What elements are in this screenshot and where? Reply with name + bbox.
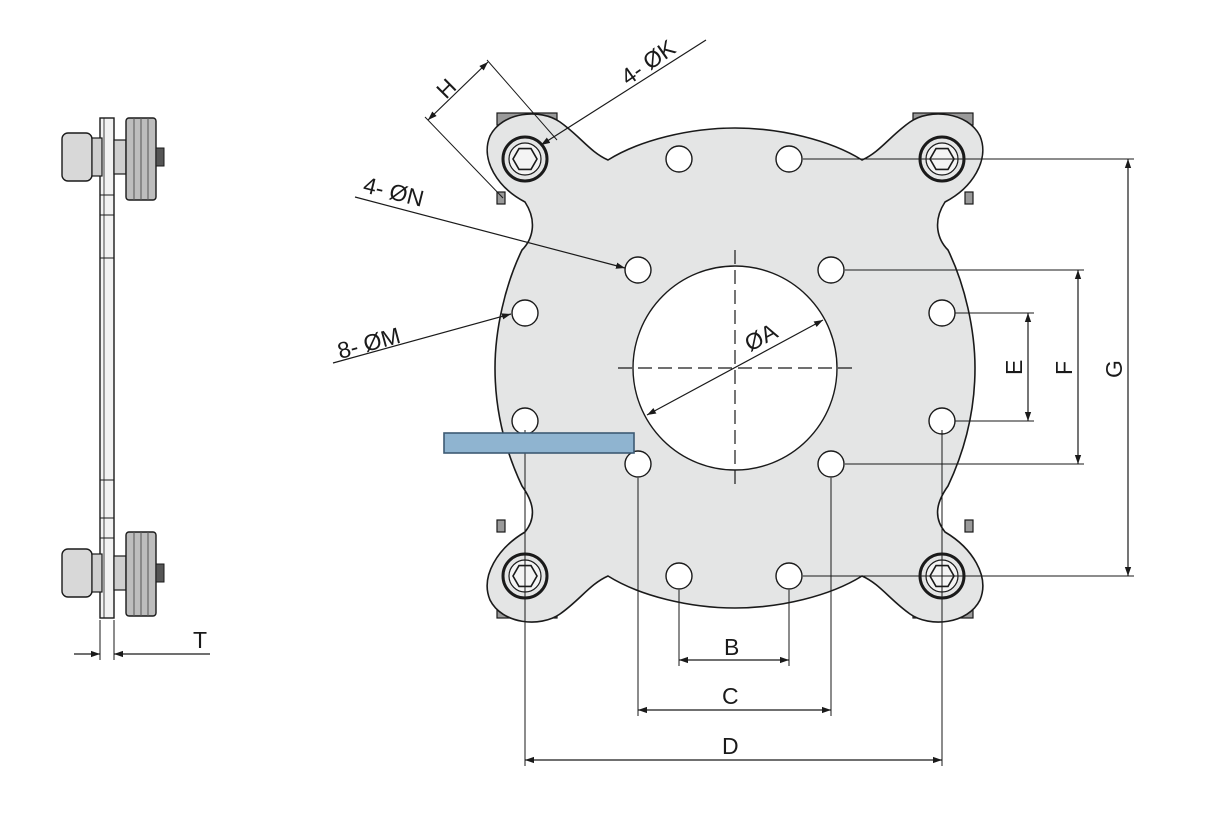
label-phi-n: 4- ØN [361, 172, 427, 212]
hex-bolt-icon [501, 135, 549, 183]
label-b: B [724, 634, 739, 660]
m-holes [511, 145, 956, 590]
label-h: H [431, 73, 461, 103]
dimension-e: E [955, 312, 1034, 422]
callout-phi-m: 8- ØM [332, 313, 512, 364]
side-bolt-top [61, 117, 165, 201]
dimension-b: B [678, 590, 790, 666]
side-bolt-bottom [61, 531, 165, 617]
dimension-t: T [74, 620, 210, 660]
dimension-d: D [524, 430, 943, 766]
label-c: C [722, 683, 739, 709]
label-e: E [1001, 360, 1027, 375]
side-view: T [61, 117, 210, 660]
dimension-c: C [637, 478, 832, 716]
label-phi-k: 4- ØK [616, 34, 681, 90]
highlight-bar [443, 432, 635, 454]
label-t: T [193, 627, 207, 653]
label-d: D [722, 733, 739, 759]
dimension-g: G [803, 158, 1134, 577]
label-g: G [1101, 360, 1127, 378]
dimension-f: F [845, 269, 1084, 465]
label-f: F [1051, 361, 1077, 375]
n-holes [624, 256, 845, 478]
label-phi-m: 8- ØM [335, 322, 403, 364]
